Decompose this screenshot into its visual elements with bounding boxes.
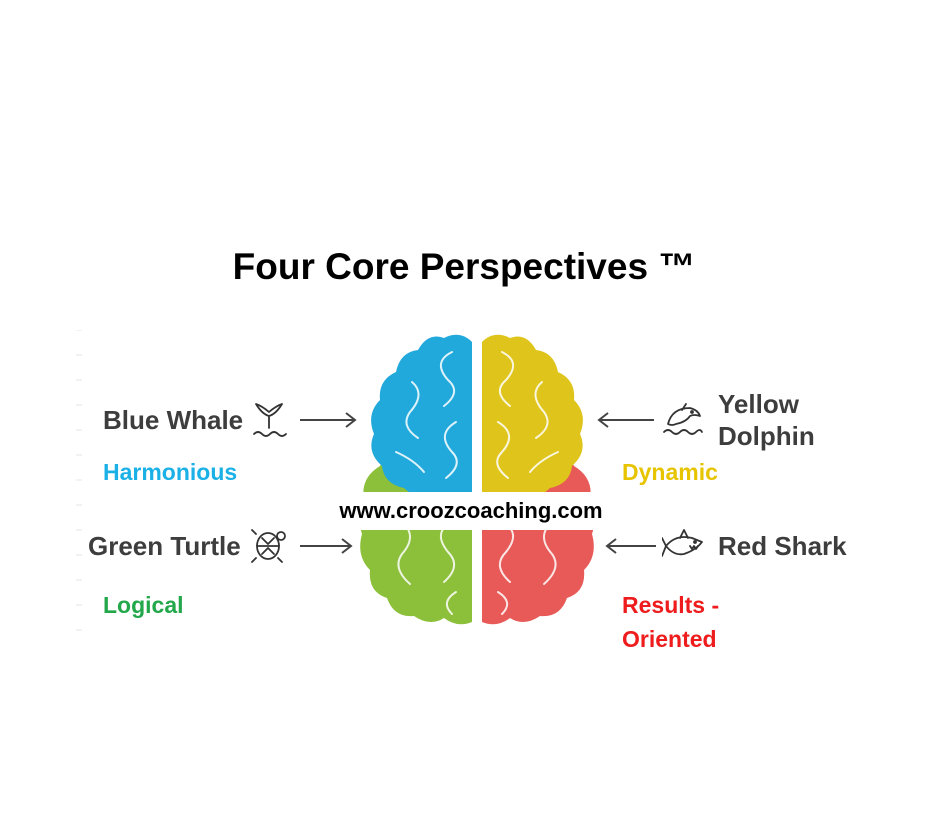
yellow-dolphin-label-line1: Yellow xyxy=(718,389,799,419)
whale-tail-icon xyxy=(253,403,287,437)
arrow-right-icon-2 xyxy=(300,538,353,554)
page-title: Four Core Perspectives ™ xyxy=(232,246,696,287)
edge-ticks xyxy=(76,330,82,631)
logical-trait: Logical xyxy=(103,592,184,618)
green-turtle-label: Green Turtle xyxy=(88,531,241,561)
results-oriented-trait-line2: Oriented xyxy=(622,626,717,652)
dynamic-trait: Dynamic xyxy=(622,459,718,485)
brain-blue-lobe xyxy=(371,334,472,499)
results-oriented-trait-line1: Results - xyxy=(622,592,720,618)
shark-icon xyxy=(662,529,703,557)
turtle-icon xyxy=(251,529,286,563)
red-shark-label: Red Shark xyxy=(718,531,847,561)
arrow-right-icon xyxy=(300,412,357,428)
dolphin-icon xyxy=(663,403,703,435)
arrow-left-icon-2 xyxy=(605,538,656,554)
arrow-left-icon xyxy=(597,412,654,428)
harmonious-trait: Harmonious xyxy=(103,459,238,485)
website-url[interactable]: www.croozcoaching.com xyxy=(300,492,642,530)
brain-diagram xyxy=(359,334,595,625)
yellow-dolphin-label-line2: Dolphin xyxy=(718,421,815,451)
brain-yellow-lobe xyxy=(482,334,583,499)
blue-whale-label: Blue Whale xyxy=(103,405,244,435)
